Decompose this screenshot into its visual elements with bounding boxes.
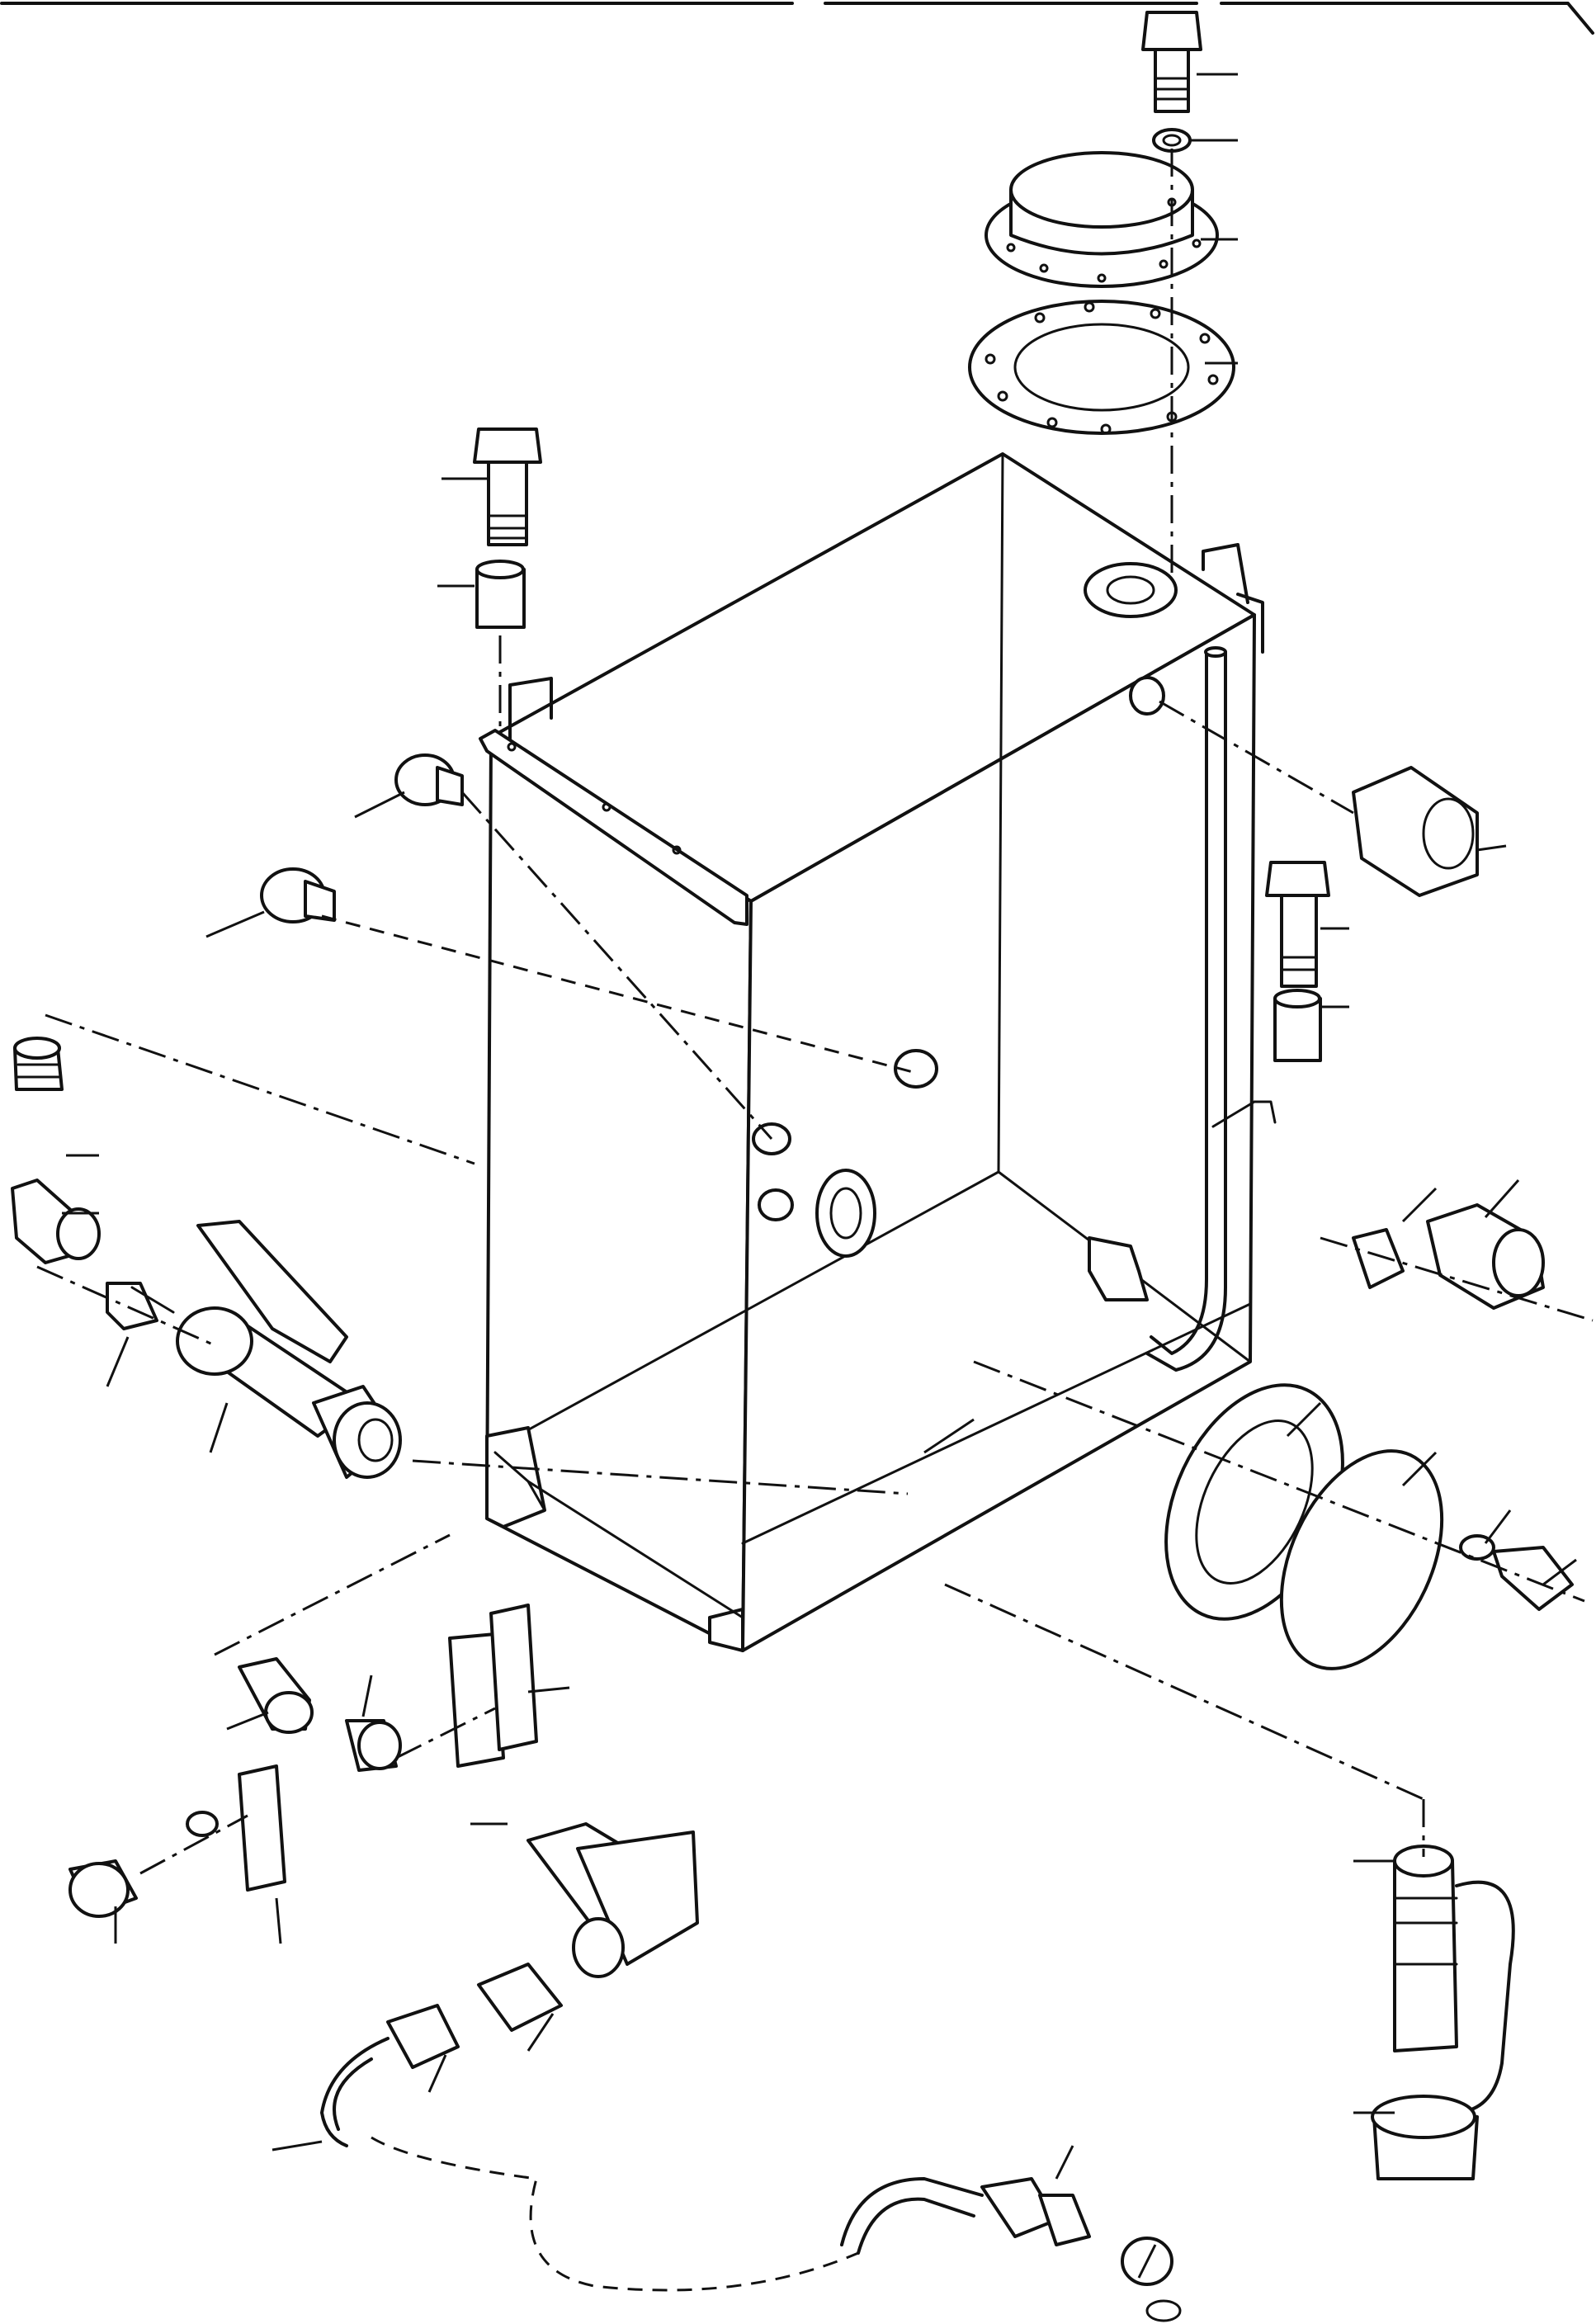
page-border: [0, 2, 1594, 35]
callout-leaders: [62, 73, 1577, 2279]
quick-coupler: [944, 1583, 1515, 2180]
pressure-switch-mount: [68, 1533, 538, 1918]
left-bolt-spacer: [473, 427, 542, 735]
drain-plugs: [260, 753, 938, 1155]
right-bolt-spacer: [1265, 861, 1330, 1062]
tank-body: [479, 452, 1277, 1652]
top-filler-assembly: [968, 11, 1235, 618]
pressure-switch-hose: [320, 1822, 1182, 2322]
left-fittings: [11, 1013, 909, 1495]
suction-port: [758, 1169, 876, 1258]
right-unions: [1320, 1203, 1594, 1322]
breather-plug: [1129, 676, 1479, 897]
level-gauge-tube: [1088, 646, 1227, 1372]
